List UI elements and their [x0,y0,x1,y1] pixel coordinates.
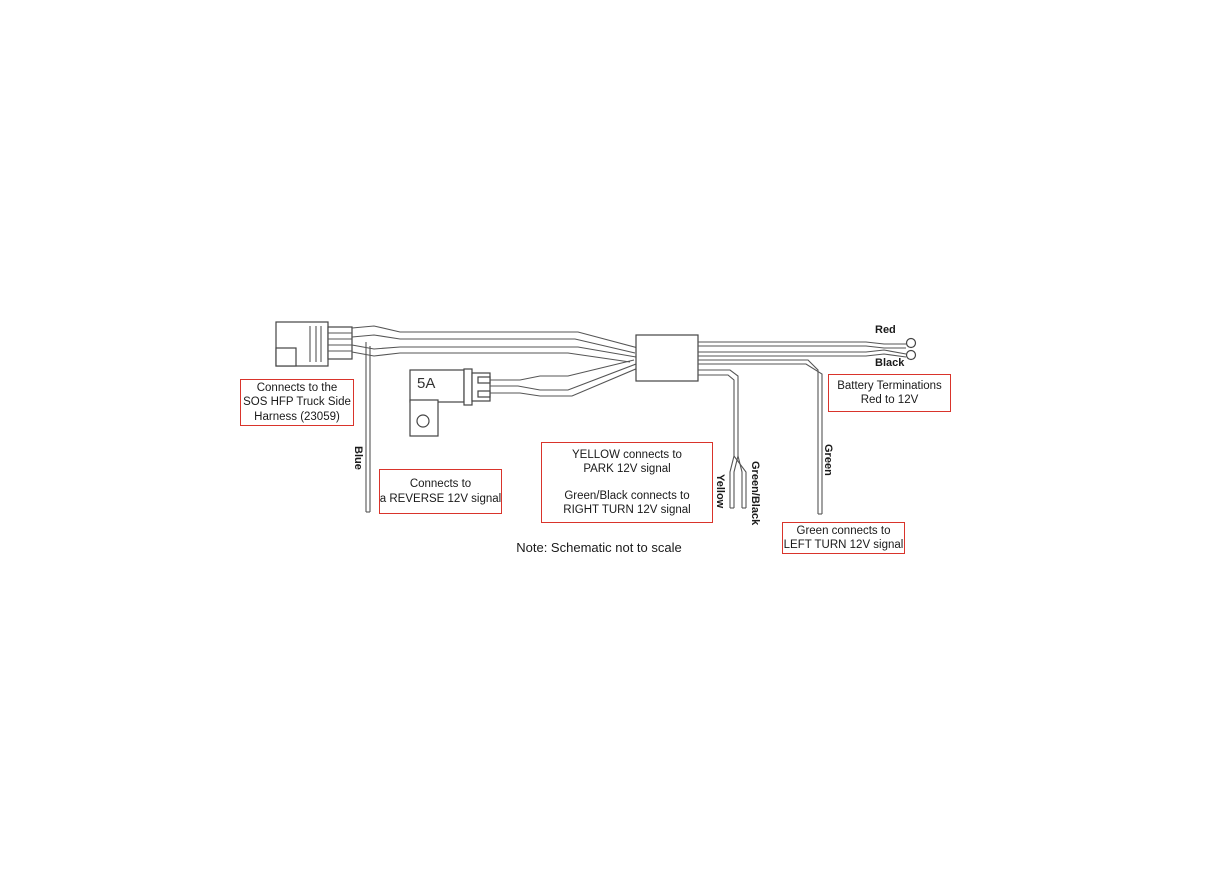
harness-callout-line: SOS HFP Truck Side [243,396,351,409]
yellow-green-black-wires [698,369,747,509]
harness-callout: Connects to the SOS HFP Truck Side Harne… [240,379,354,426]
blue-wire [365,342,371,513]
fuse-holder [409,359,639,437]
green-wire-label: Green [822,444,834,476]
green-black-wire-label: Green/Black [749,461,761,526]
scale-note: Note: Schematic not to scale [516,540,682,555]
reverse-callout-line: a REVERSE 12V signal [379,492,502,505]
black-terminal-ring [905,349,917,361]
right-turn-callout-line: RIGHT TURN 12V signal [563,504,691,516]
blue-wire-label: Blue [352,446,364,470]
red-terminal-ring [905,337,917,349]
control-box [635,334,699,382]
harness-callout-line: Connects to the [256,381,338,394]
right-turn-callout-line: Green/Black connects to [564,489,690,502]
park-callout-line: YELLOW connects to [572,448,682,461]
harness-connector [275,321,353,367]
park-callout-line: PARK 12V signal [583,463,671,475]
main-trunk [351,325,639,363]
harness-callout-line: Harness (23059) [254,410,340,423]
reverse-callout-line: Connects to [409,478,472,490]
battery-callout-line: Battery Terminations [837,379,942,392]
green-wire [698,359,823,515]
black-wire-label: Black [875,357,905,369]
yellow-green-black-callout: YELLOW connects to PARK 12V signal Green… [541,442,713,523]
fuse-rating: 5A [417,375,435,392]
red-wire-label: Red [875,324,896,336]
green-callout: Green connects to LEFT TURN 12V signal [782,522,905,554]
reverse-callout: Connects to a REVERSE 12V signal [379,469,502,514]
green-callout-line: Green connects to [796,524,891,537]
yellow-wire-label: Yellow [714,474,726,509]
green-callout-line: LEFT TURN 12V signal [783,539,904,551]
battery-callout: Battery Terminations Red to 12V [828,374,951,412]
battery-leads [698,337,917,361]
battery-callout-line: Red to 12V [860,394,919,406]
